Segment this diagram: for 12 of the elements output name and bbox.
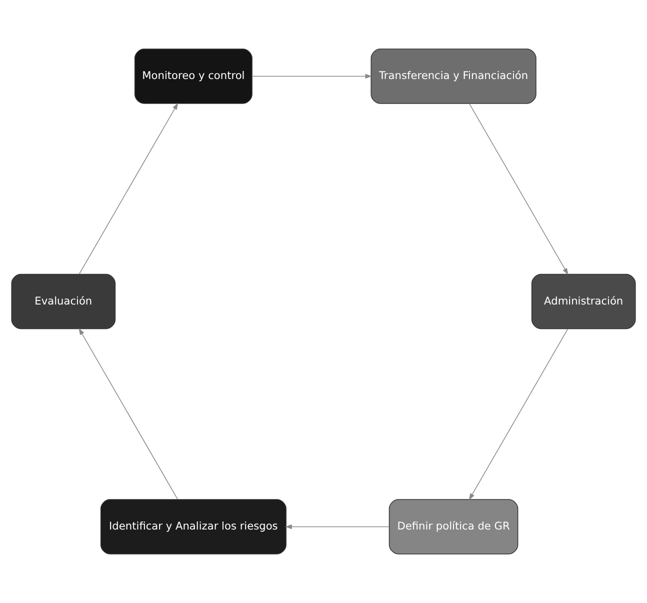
arrow <box>468 328 568 500</box>
node-box: Administración <box>531 274 636 330</box>
arrow <box>252 74 372 79</box>
arrow <box>78 102 178 274</box>
node-box: Definir política de GR <box>388 499 518 554</box>
arrow <box>285 524 390 530</box>
arrow <box>78 328 178 500</box>
arrow <box>469 103 568 275</box>
node-box: Evaluación <box>11 274 116 330</box>
node-box: Monitoreo y control <box>134 48 252 104</box>
node-box: Transferencia y Financiación <box>370 48 536 104</box>
node-box: Identificar y Analizar los riesgos <box>100 499 286 554</box>
